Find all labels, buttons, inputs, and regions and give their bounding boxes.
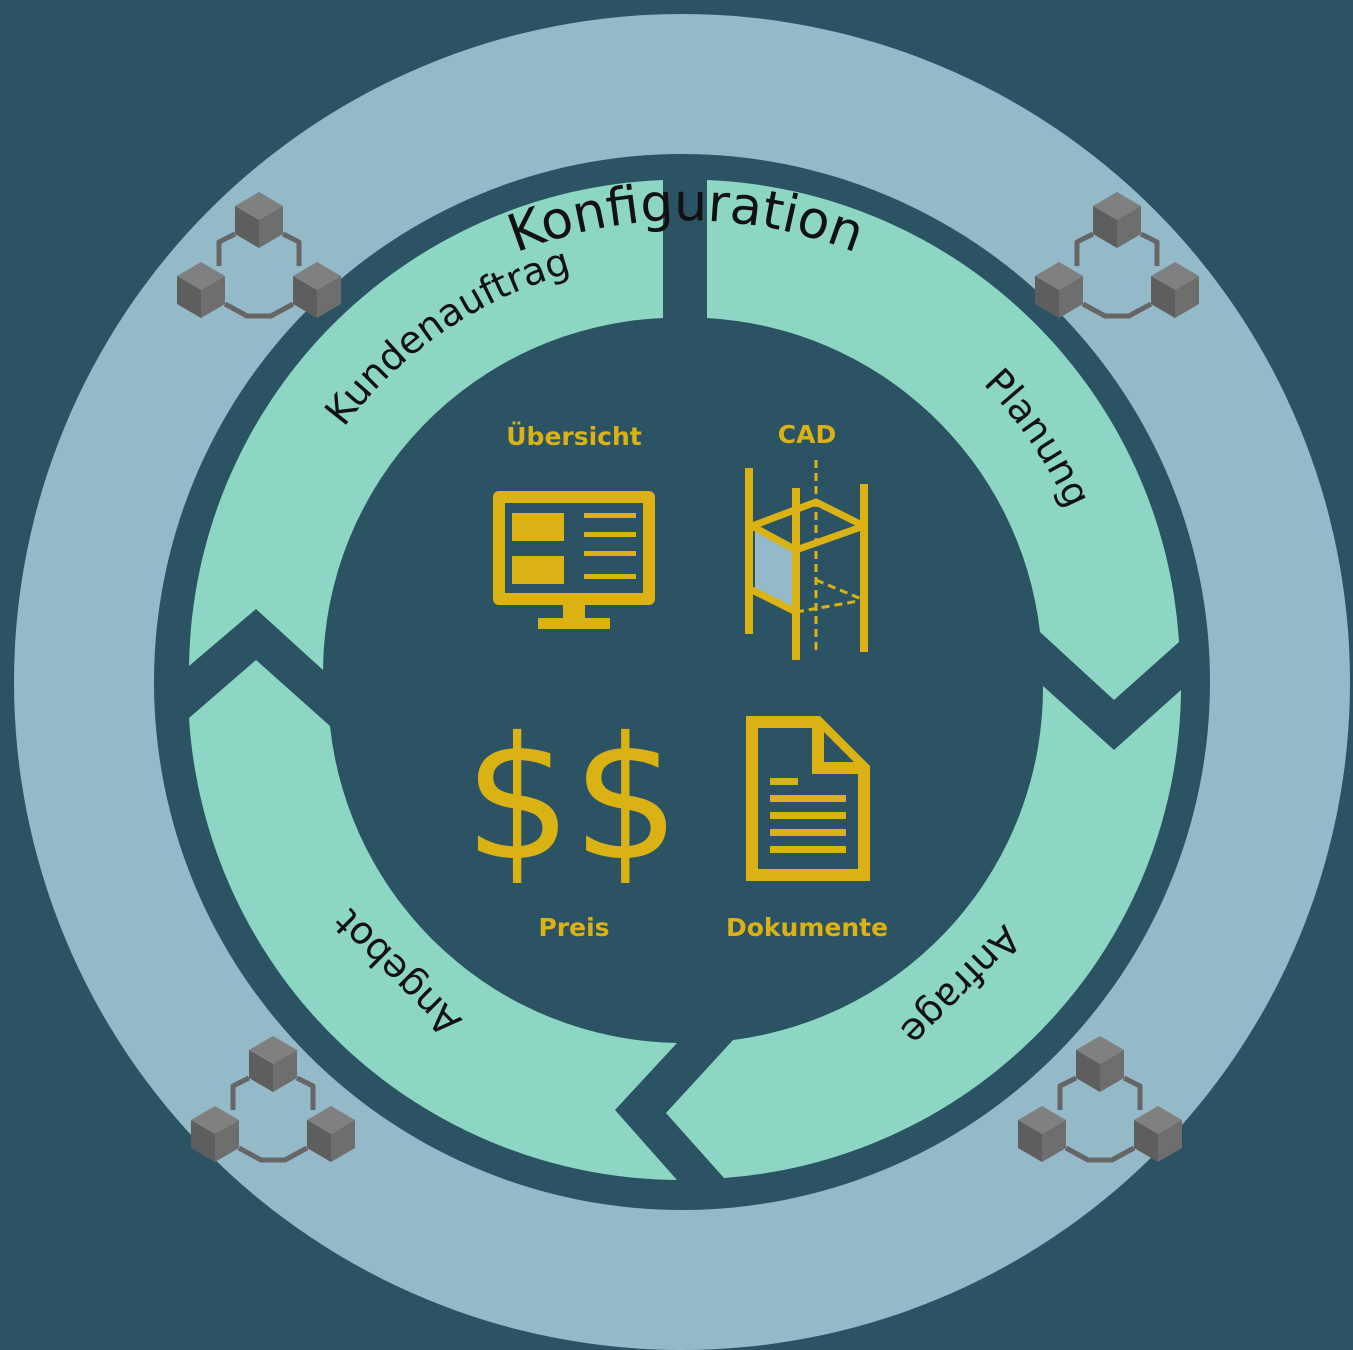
center-label-uebersicht: Übersicht [506, 421, 642, 451]
svg-text:$$: $$ [464, 701, 680, 899]
monitor-icon [493, 491, 655, 629]
document-icon [746, 716, 870, 881]
cad-frame-icon [745, 460, 868, 660]
segment-anfrage[interactable] [666, 686, 1181, 1178]
segment-angebot[interactable] [189, 660, 677, 1180]
center-label-preis: Preis [538, 913, 609, 942]
segment-planung[interactable] [707, 180, 1179, 700]
segment-kundenauftrag[interactable] [189, 180, 663, 670]
center-label-cad: CAD [778, 420, 836, 449]
dollar-icon: $$ [464, 701, 680, 899]
center-label-dokumente: Dokumente [726, 913, 888, 942]
